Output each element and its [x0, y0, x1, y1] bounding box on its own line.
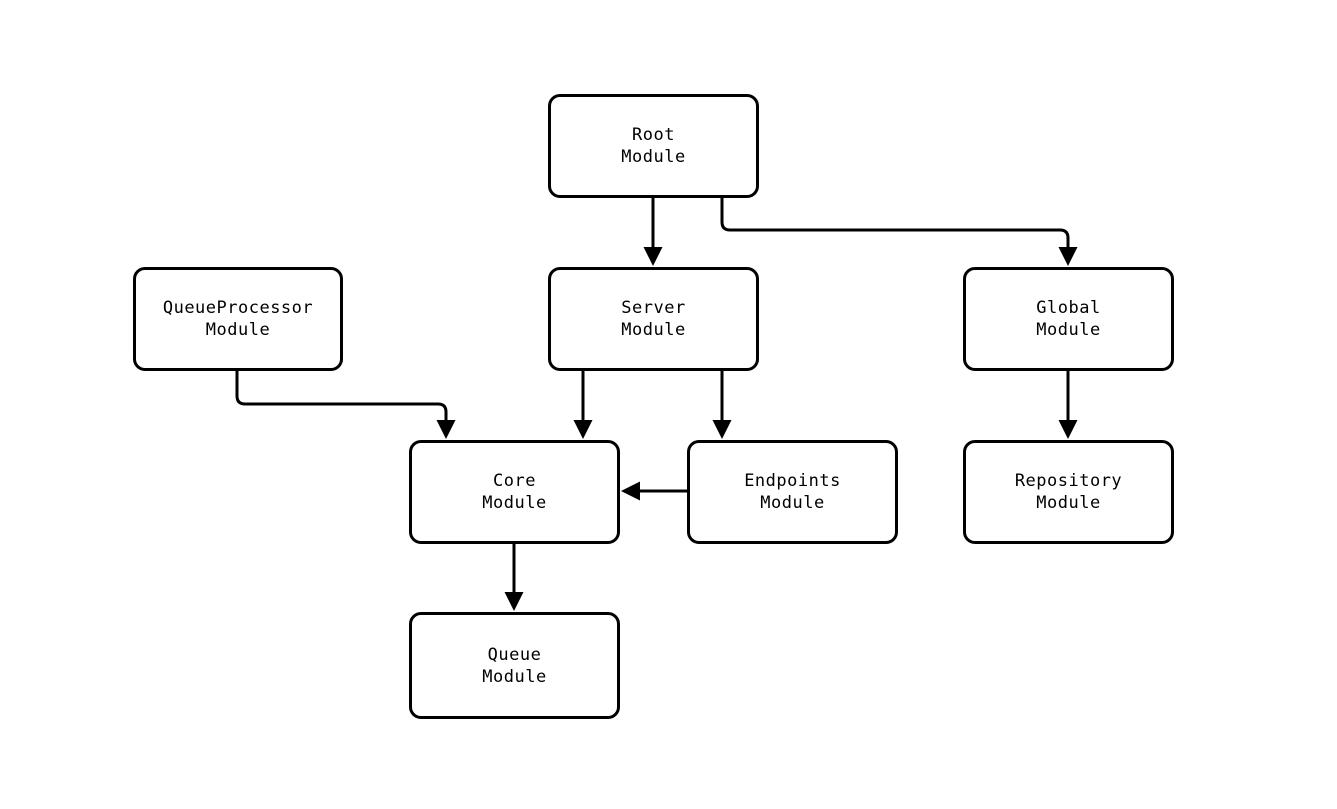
endpoints-module-label-line1: Endpoints	[744, 471, 841, 491]
queueprocessor-module-label-line2: Module	[205, 320, 271, 340]
core-module-label-line1: Core	[493, 471, 536, 491]
edge-root-to-global	[720, 197, 1070, 250]
edge-core-to-queue-arrowhead-icon	[504, 592, 524, 611]
server-module-label-line1: Server	[621, 298, 686, 318]
global-module-label-line1: Global	[1036, 298, 1101, 318]
edge-server-to-core-arrowhead-icon	[573, 420, 593, 439]
repository-module-label-line2: Module	[1036, 493, 1101, 513]
edge-queueprocessor-to-core	[235, 371, 448, 423]
edge-root-to-global-arrowhead-icon	[1058, 247, 1078, 266]
queue-module-label-line1: Queue	[487, 644, 542, 665]
edge-queueprocessor-to-core-arrowhead-icon	[436, 420, 456, 439]
repository-module-label-line1: Repository	[1014, 471, 1123, 491]
edge-endpoints-to-core-arrowhead-icon	[621, 481, 640, 501]
edge-server-to-endpoints-arrowhead-icon	[712, 420, 732, 439]
core-module-label-line2: Module	[482, 493, 547, 513]
queue-module-label-line2: Module	[482, 666, 547, 687]
edge-global-to-repository-arrowhead-icon	[1058, 420, 1078, 439]
edge-root-to-server-arrowhead-icon	[643, 247, 663, 266]
global-module-label-line2: Module	[1036, 320, 1101, 340]
root-module-label-line2: Module	[621, 147, 686, 167]
endpoints-module-label-line2: Module	[760, 493, 825, 513]
queueprocessor-module-label-line1: QueueProcessor	[162, 298, 314, 318]
server-module-label-line2: Module	[621, 320, 686, 340]
root-module-label-line1: Root	[632, 125, 675, 145]
